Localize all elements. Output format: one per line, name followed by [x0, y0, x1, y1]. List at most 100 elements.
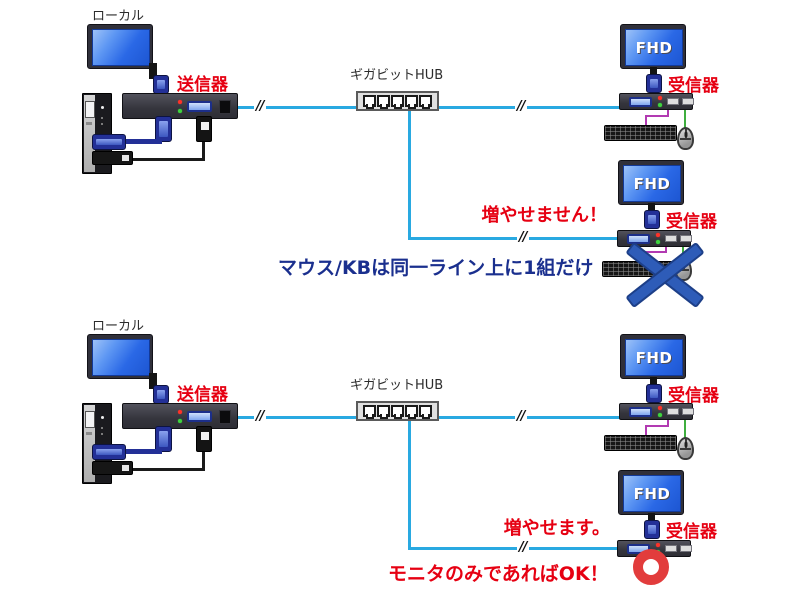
- annotation-ok: 増やせます。: [503, 518, 610, 539]
- monitor-cable: [149, 373, 157, 389]
- monitor-cable: [648, 203, 655, 212]
- led-red-icon: [178, 100, 182, 104]
- fhd-text: FHD: [635, 38, 673, 57]
- power-led-icon: [101, 416, 104, 419]
- rj45-jack-icon: [377, 95, 390, 109]
- led-red-icon: [658, 406, 662, 410]
- led-green-icon: [658, 103, 662, 107]
- keyboard-cable: [645, 425, 669, 427]
- mouse-icon: [677, 437, 694, 460]
- rj45-notch: [407, 104, 416, 109]
- receiver-box: [619, 403, 694, 420]
- mouse-cable: [684, 110, 686, 128]
- rj45-jack-icon: [419, 95, 432, 109]
- receiver-label: 受信器: [668, 76, 719, 96]
- usb-port: [665, 545, 677, 552]
- vga-connector-icon: [646, 74, 662, 93]
- annotation-rule: モニタのみであればOK！: [388, 563, 609, 585]
- rj45-port-icon: [219, 410, 231, 424]
- local-label: ローカル: [92, 319, 145, 334]
- usb-port: [665, 235, 677, 242]
- lan-line-vertical: [408, 111, 411, 240]
- usb-connector-icon: [92, 151, 133, 165]
- transmitter-box: [122, 93, 238, 119]
- vga-connector-icon: [153, 385, 169, 404]
- rj45-notch: [379, 104, 388, 109]
- rj45-jack-icon: [391, 95, 404, 109]
- led-green-icon: [658, 413, 662, 417]
- rj45-notch: [365, 104, 374, 109]
- drive-slot: [85, 411, 95, 428]
- monitor-cable: [650, 67, 657, 76]
- mouse-icon: [677, 127, 694, 150]
- lan-line: [238, 416, 358, 419]
- ok-circle-icon: [633, 549, 669, 585]
- mouse-button-line: [678, 269, 689, 271]
- rj45-notch: [365, 414, 374, 419]
- usb-port: [682, 98, 694, 105]
- local-label: ローカル: [92, 9, 145, 24]
- button-dot: [101, 433, 103, 435]
- vga-cable: [124, 449, 162, 454]
- fhd-monitor-icon: FHD: [620, 334, 686, 379]
- fhd-monitor-icon: FHD: [618, 470, 684, 515]
- tower-front-panel: [84, 405, 95, 482]
- usb-cable: [202, 452, 205, 471]
- fhd-text: FHD: [633, 484, 671, 503]
- button-dot: [101, 427, 103, 429]
- led-red-icon: [178, 410, 182, 414]
- usb-cable: [131, 468, 205, 471]
- rj45-jack-icon: [391, 405, 404, 419]
- led-green-icon: [178, 109, 182, 113]
- led-red-icon: [658, 96, 662, 100]
- cable-break-mark: //: [254, 409, 266, 424]
- cable-break-mark: //: [517, 230, 529, 245]
- cable-break-mark: //: [254, 99, 266, 114]
- vga-connector-icon: [644, 520, 660, 539]
- vga-port: [627, 234, 650, 244]
- receiver-label: 受信器: [666, 522, 717, 542]
- rj45-notch: [407, 414, 416, 419]
- lan-line: [408, 547, 620, 550]
- drive-slot-small: [86, 122, 92, 125]
- transmitter-label: 送信器: [177, 75, 228, 95]
- fhd-text: FHD: [635, 348, 673, 367]
- local-monitor-icon: [87, 334, 153, 379]
- transmitter-label: 送信器: [177, 385, 228, 405]
- keyboard-icon: [604, 435, 677, 451]
- cable-break-mark: //: [515, 99, 527, 114]
- annotation-warning: 増やせません！: [481, 205, 607, 226]
- led-green-icon: [656, 240, 660, 244]
- fhd-monitor-icon: FHD: [618, 160, 684, 205]
- keyboard-cable: [643, 251, 667, 253]
- lan-line: [238, 106, 358, 109]
- local-monitor-screen: [92, 29, 150, 66]
- rj45-notch: [393, 414, 402, 419]
- usb-port: [680, 545, 692, 552]
- monitor-cable: [650, 377, 657, 386]
- cable-break-mark: //: [515, 409, 527, 424]
- rj45-notch: [393, 104, 402, 109]
- lan-line-vertical: [408, 421, 411, 550]
- monitor-cable: [149, 63, 157, 79]
- rj45-jack-icon: [405, 405, 418, 419]
- cable-break-mark: //: [517, 540, 529, 555]
- vga-connector-icon: [646, 384, 662, 403]
- receiver-box: [619, 93, 694, 110]
- keyboard-cable: [667, 420, 669, 427]
- vga-port: [629, 97, 652, 107]
- vga-connector-icon: [153, 75, 169, 94]
- mouse-wheel: [684, 442, 687, 447]
- keyboard-cable: [667, 110, 669, 117]
- mouse-cable: [684, 420, 686, 438]
- usb-port: [667, 98, 679, 105]
- vga-connector-icon: [92, 134, 126, 150]
- transmitter-box: [122, 403, 238, 429]
- receiver-label: 受信器: [666, 212, 717, 232]
- diagram-cannot-add: ローカル 送信器 // ギガビットH: [82, 9, 719, 309]
- fhd-monitor-screen: FHD: [625, 339, 683, 376]
- vga-connector-icon: [92, 444, 126, 460]
- tower-front-panel: [84, 95, 95, 172]
- rj45-port-icon: [219, 100, 231, 114]
